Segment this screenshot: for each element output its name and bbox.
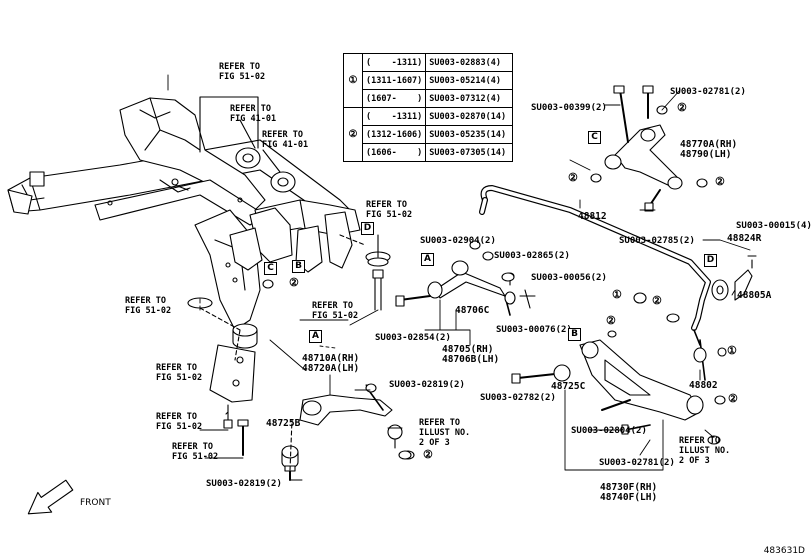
legend-range: ( -1311) (361, 53, 427, 72)
front-label: FRONT (80, 498, 111, 508)
refer-note[interactable]: REFER TO FIG 41-01 (230, 104, 277, 124)
legend-row: ② ( -1311) SU003-02870(14) (343, 107, 514, 162)
part-label[interactable]: 48805A (737, 290, 772, 301)
part-label[interactable]: 48802 (689, 380, 718, 391)
marker-2: ② (728, 392, 738, 405)
legend-table: ① ( -1311) SU003-02883(4) (1311-1607) SU… (343, 53, 514, 162)
refer-note[interactable]: REFER TO FIG 51-02 (156, 363, 203, 383)
legend-range: (1607- ) (361, 89, 427, 108)
part-label[interactable]: SU003-00399(2) (531, 103, 607, 113)
figure-id: 483631D (763, 546, 805, 556)
subframe-bushings (199, 96, 296, 193)
front-arrow (27, 479, 74, 515)
part-label[interactable]: SU003-02854(2) (375, 333, 451, 343)
part-label[interactable]: 48730F(RH) 48740F(LH) (600, 482, 658, 503)
legend-part: SU003-05214(4) (425, 71, 514, 90)
legend-row: ① ( -1311) SU003-02883(4) (343, 53, 514, 108)
part-label[interactable]: SU003-02781(2) (599, 458, 675, 468)
marker-2: ② (423, 448, 433, 461)
rear-subframe (7, 97, 361, 331)
part-label[interactable]: 48824R (727, 233, 762, 244)
mount-stud (339, 234, 391, 311)
stabilizer-bar (479, 185, 757, 331)
lower-arm-48730 (511, 329, 727, 445)
refer-note[interactable]: REFER TO FIG 51-02 (219, 62, 266, 82)
box-b[interactable]: B (568, 328, 581, 341)
box-a[interactable]: A (309, 330, 322, 343)
legend-row: (1607- ) SU003-07312(4) (344, 89, 514, 108)
part-label[interactable]: SU003-00015(4) (736, 221, 811, 231)
refer-note[interactable]: REFER TO FIG 51-02 (312, 301, 359, 321)
part-label[interactable]: 48770A(RH) 48790(LH) (680, 139, 738, 160)
marker-2: ② (289, 276, 299, 289)
legend-range: (1606- ) (361, 143, 427, 162)
legend-part: SU003-07312(4) (425, 89, 514, 108)
part-label[interactable]: SU003-02782(2) (480, 393, 556, 403)
part-label[interactable]: SU003-00056(2) (531, 273, 607, 283)
part-label[interactable]: 48725C (551, 381, 586, 392)
part-label[interactable]: SU003-02804(2) (571, 426, 647, 436)
legend-part: SU003-02870(14) (425, 107, 514, 126)
part-label[interactable]: SU003-00076(2) (496, 325, 572, 335)
box-c[interactable]: C (264, 262, 277, 275)
box-c[interactable]: C (588, 131, 601, 144)
marker-2: ② (652, 294, 662, 307)
marker-1: ① (612, 288, 622, 301)
fasteners (262, 240, 515, 460)
legend-range: ( -1311) (361, 107, 427, 126)
part-label[interactable]: 48710A(RH) 48720A(LH) (302, 353, 360, 374)
lateral-link (395, 260, 536, 316)
part-label[interactable]: SU003-02819(2) (389, 380, 465, 390)
part-label[interactable]: SU003-02865(2) (494, 251, 570, 261)
part-label[interactable]: 48725B (266, 418, 301, 429)
refer-note[interactable]: REFER TO ILLUST NO. 2 OF 3 (419, 418, 471, 448)
legend-row: (1606- ) SU003-07305(14) (344, 143, 514, 162)
leader-lines (167, 74, 751, 481)
marker-2: ② (568, 171, 578, 184)
upper-control-arm (299, 384, 415, 460)
part-label[interactable]: SU003-02785(2) (619, 236, 695, 246)
part-label[interactable]: SU003-02904(2) (420, 236, 496, 246)
marker-2: ② (606, 314, 616, 327)
legend-marker: ② (343, 107, 363, 162)
part-label[interactable]: 48812 (578, 211, 607, 222)
part-label[interactable]: SU003-02819(2) (206, 479, 282, 489)
legend-part: SU003-07305(14) (425, 143, 514, 162)
refer-note[interactable]: REFER TO FIG 51-02 (366, 200, 413, 220)
legend-row: (1311-1607) SU003-05214(4) (344, 71, 514, 90)
marker-2: ② (677, 101, 687, 114)
legend-part: SU003-02883(4) (425, 53, 514, 72)
refer-note[interactable]: REFER TO FIG 51-02 (125, 296, 172, 316)
refer-note[interactable]: REFER TO FIG 51-02 (156, 412, 203, 432)
part-label[interactable]: 48706C (455, 305, 490, 316)
marker-2: ② (715, 175, 725, 188)
box-a[interactable]: A (421, 253, 434, 266)
legend-marker: ① (343, 53, 363, 108)
legend-row: (1312-1606) SU003-05235(14) (344, 125, 514, 144)
marker-1: ① (727, 344, 737, 357)
legend-range: (1312-1606) (361, 125, 427, 144)
refer-note[interactable]: REFER TO FIG 41-01 (262, 130, 309, 150)
part-label[interactable]: 48705(RH) 48706B(LH) (442, 344, 500, 365)
legend-part: SU003-05235(14) (425, 125, 514, 144)
box-d[interactable]: D (361, 222, 374, 235)
part-label[interactable]: SU003-02781(2) (670, 87, 746, 97)
upper-arm-48770 (590, 85, 708, 212)
refer-note[interactable]: REFER TO FIG 51-02 (172, 442, 219, 462)
box-b[interactable]: B (292, 260, 305, 273)
legend-range: (1311-1607) (361, 71, 427, 90)
bushing-48725b (281, 419, 299, 481)
box-d[interactable]: D (704, 254, 717, 267)
refer-note[interactable]: REFER TO ILLUST NO. 2 OF 3 (679, 436, 731, 466)
